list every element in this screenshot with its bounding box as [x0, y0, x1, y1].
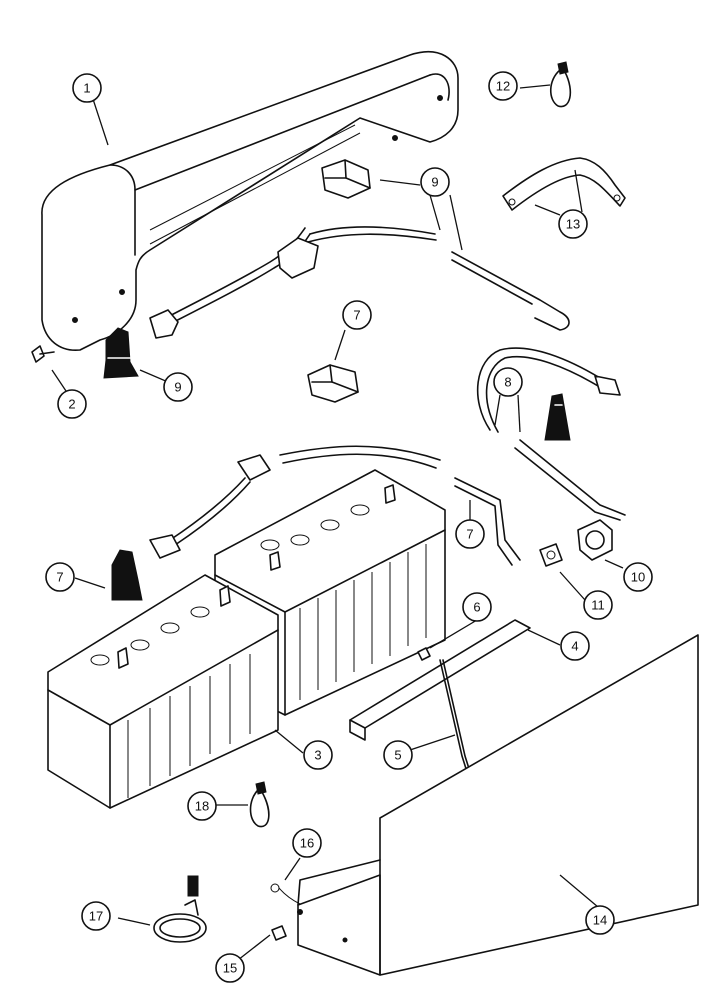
callout-15: 15 — [215, 953, 245, 983]
ground-strap-part — [502, 157, 626, 211]
callout-6: 6 — [462, 592, 492, 622]
callout-label: 4 — [571, 639, 578, 654]
callout-14: 14 — [585, 905, 615, 935]
callout-label: 7 — [466, 527, 473, 542]
callout-9-lower: 9 — [163, 372, 193, 402]
callout-label: 17 — [89, 909, 103, 924]
small-hardware-parts — [153, 781, 301, 943]
thumb-screw-part — [31, 345, 55, 363]
callout-label: 11 — [591, 598, 605, 613]
callout-label: 7 — [56, 570, 63, 585]
callout-10: 10 — [623, 562, 653, 592]
callout-3: 3 — [303, 740, 333, 770]
callout-label: 1 — [83, 81, 90, 96]
callout-4: 4 — [560, 631, 590, 661]
callout-18: 18 — [187, 791, 217, 821]
middle-cable-assembly — [111, 364, 521, 601]
callouts: 1 2 3 4 5 6 7 7 7 8 9 9 10 11 12 13 14 1… — [45, 71, 653, 983]
callout-label: 8 — [504, 375, 511, 390]
callout-label: 3 — [314, 748, 321, 763]
callout-label: 10 — [631, 570, 645, 585]
callout-8: 8 — [493, 367, 523, 397]
disconnect-switch-part — [539, 519, 613, 567]
callout-7-upper: 7 — [342, 300, 372, 330]
callout-label: 9 — [174, 380, 181, 395]
callout-label: 15 — [223, 961, 237, 976]
callout-16: 16 — [292, 828, 322, 858]
callout-label: 14 — [593, 913, 607, 928]
callout-label: 13 — [566, 217, 580, 232]
battery-cover-part — [41, 50, 459, 351]
callout-label: 7 — [353, 308, 360, 323]
callout-5: 5 — [383, 740, 413, 770]
cable-tie-upper — [549, 61, 572, 108]
callout-label: 12 — [496, 79, 510, 94]
battery-front-part — [47, 574, 279, 809]
leader-lines — [51, 84, 624, 961]
callout-7-left: 7 — [45, 562, 75, 592]
callout-label: 5 — [394, 748, 401, 763]
right-cable-assembly — [476, 347, 626, 521]
callout-17: 17 — [81, 901, 111, 931]
callout-9-upper: 9 — [420, 167, 450, 197]
battery-tray-part — [297, 634, 699, 976]
upper-cable-assembly — [103, 159, 570, 379]
callout-label: 6 — [473, 600, 480, 615]
callout-12: 12 — [488, 71, 518, 101]
callout-13: 13 — [558, 209, 588, 239]
callout-label: 18 — [195, 799, 209, 814]
callout-7-right: 7 — [455, 519, 485, 549]
callout-label: 2 — [68, 397, 75, 412]
callout-label: 16 — [300, 836, 314, 851]
callout-label: 9 — [431, 175, 438, 190]
callout-2: 2 — [57, 389, 87, 419]
callout-11: 11 — [583, 590, 613, 620]
callout-1: 1 — [72, 73, 102, 103]
